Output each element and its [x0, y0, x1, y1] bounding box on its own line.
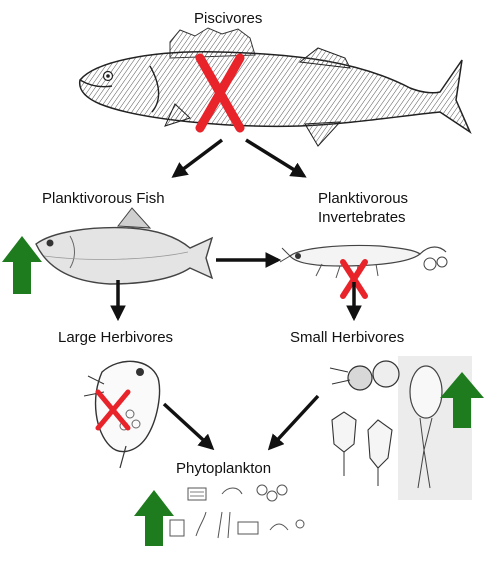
increase-arrow-planktivorous-fish — [2, 236, 42, 294]
planktivorous-fish-icon — [35, 207, 214, 285]
flow-arrows — [110, 138, 362, 451]
label-large-herbivores: Large Herbivores — [58, 329, 174, 346]
removed-mark-large-herbivores — [95, 389, 131, 431]
arrow-piscivores-to-invertebrates — [245, 138, 307, 178]
label-piscivores: Piscivores — [194, 10, 263, 27]
phytoplankton-icon — [169, 484, 305, 539]
label-planktivorous-invertebrates-2: Invertebrates — [318, 209, 406, 226]
large-herbivore-icon — [83, 360, 161, 469]
label-phytoplankton: Phytoplankton — [176, 460, 272, 477]
piscivore-fish-icon — [78, 27, 472, 147]
arrow-large-herbivores-to-phytoplankton — [162, 402, 215, 451]
arrow-small-herbivores-to-phytoplankton — [267, 394, 320, 451]
label-small-herbivores: Small Herbivores — [290, 329, 405, 346]
increase-arrow-phytoplankton — [134, 490, 174, 546]
increase-arrow-small-herbivores — [440, 372, 484, 428]
arrow-piscivores-to-planktivorous-fish — [171, 138, 224, 178]
removed-mark-piscivores — [195, 53, 245, 133]
small-herbivores-icon — [329, 356, 472, 500]
planktivorous-invertebrate-icon — [279, 244, 448, 279]
removed-mark-invertebrates — [340, 259, 368, 299]
label-planktivorous-fish: Planktivorous Fish — [42, 190, 165, 207]
label-planktivorous-invertebrates-1: Planktivorous — [318, 190, 409, 207]
